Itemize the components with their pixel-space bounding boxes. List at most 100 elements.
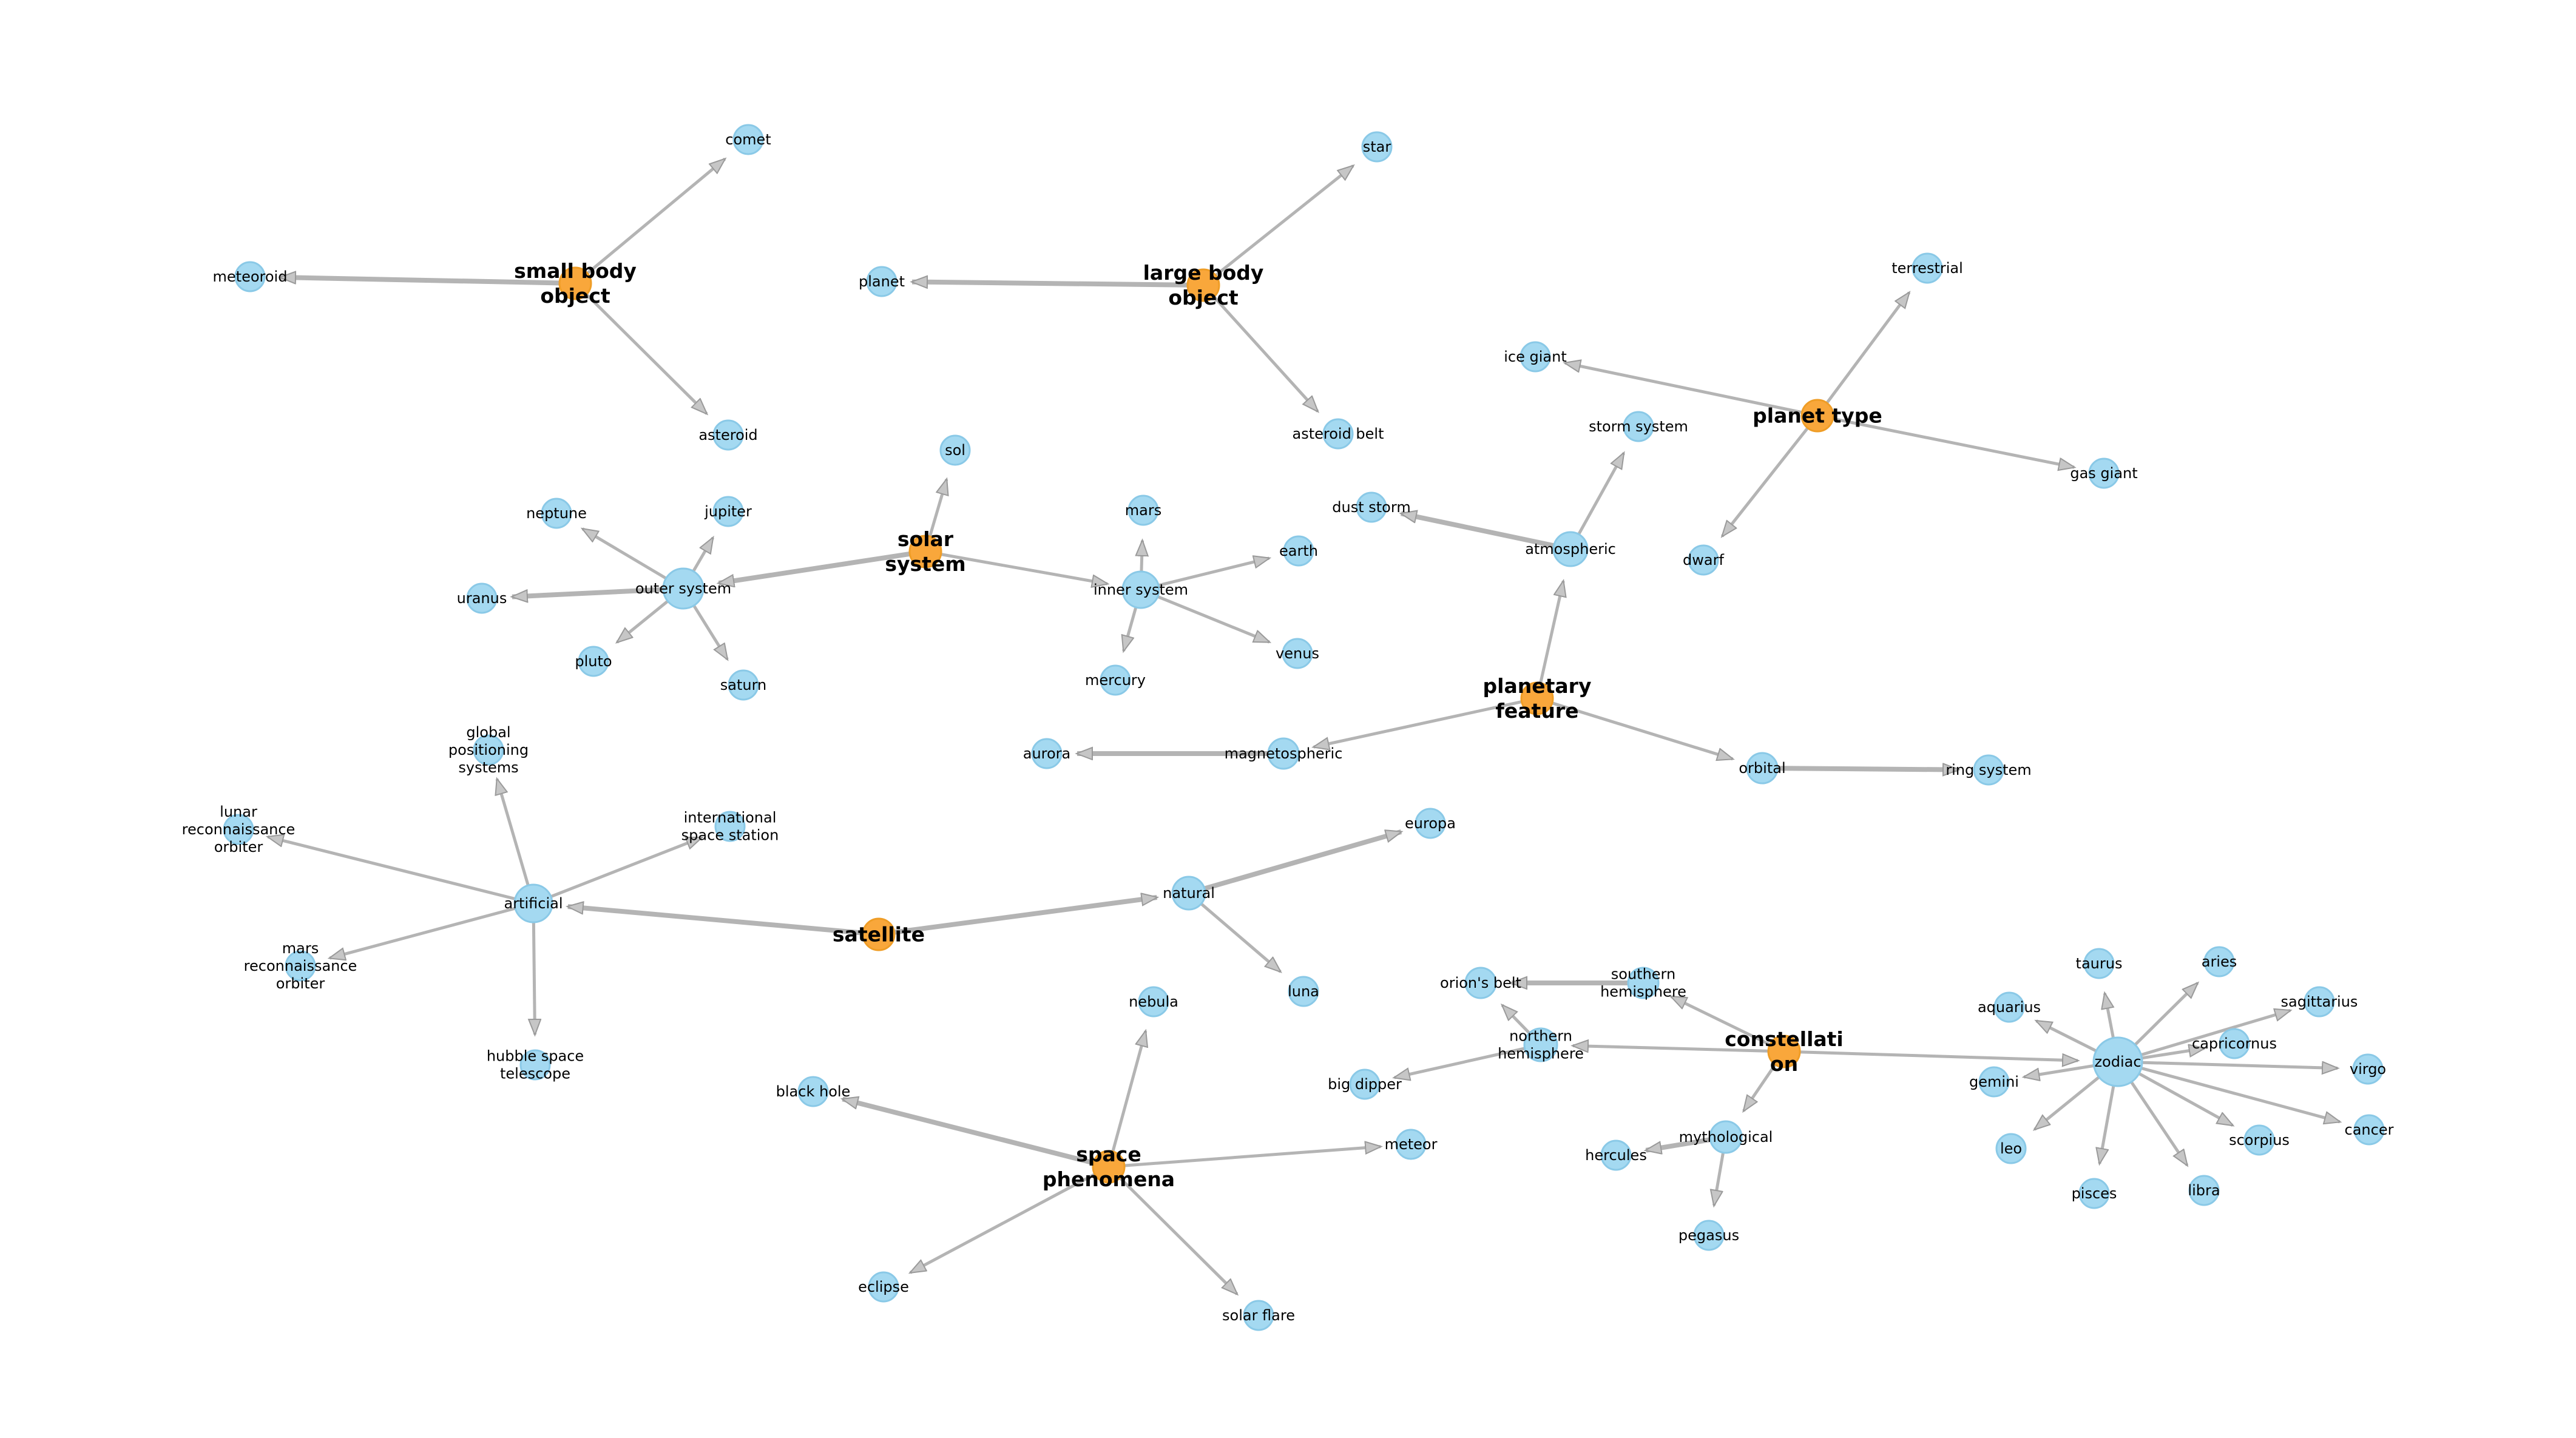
- node-big-dipper: [1349, 1068, 1381, 1100]
- node-natural: [1171, 876, 1206, 911]
- node-space-phenomena: [1092, 1150, 1126, 1184]
- edge-inner-system-to-venus: [1140, 588, 1269, 644]
- node-label-orions-belt: orion's belt: [1440, 974, 1521, 991]
- node-label-earth: earth: [1279, 542, 1318, 559]
- edge-zodiac-to-sagittarius: [2117, 1010, 2290, 1064]
- node-label-aquarius: aquarius: [1978, 999, 2041, 1016]
- node-label-hercules: hercules: [1585, 1147, 1647, 1164]
- edge-artificial-to-international-space-station: [533, 835, 701, 905]
- node-cancer: [2353, 1114, 2385, 1146]
- node-dwarf: [1688, 544, 1719, 576]
- node-planet: [866, 266, 898, 297]
- edge-large-body-object-to-asteroid-belt: [1202, 284, 1317, 411]
- edge-atmospheric-to-dust-storm: [1401, 513, 1571, 552]
- node-label-leo: leo: [2000, 1140, 2022, 1157]
- edge-satellite-to-natural: [878, 897, 1157, 937]
- node-mercury: [1100, 664, 1131, 696]
- node-saturn: [728, 669, 759, 701]
- node-pluto: [578, 646, 609, 677]
- node-label-virgo: virgo: [2350, 1061, 2386, 1078]
- edge-space-phenomena-to-nebula: [1107, 1031, 1146, 1167]
- edge-solar-system-to-inner-system: [925, 550, 1107, 584]
- node-label-orbital: orbital: [1739, 760, 1785, 777]
- node-label-satellite: satellite: [833, 923, 925, 947]
- node-orions-belt: [1464, 967, 1497, 999]
- node-aries: [2203, 946, 2235, 977]
- node-label-venus: venus: [1276, 645, 1319, 662]
- node-sagittarius: [2304, 986, 2335, 1018]
- node-label-mars: mars: [1125, 502, 1161, 519]
- node-label-mythological: mythological: [1679, 1129, 1773, 1146]
- edge-planet-type-to-ice-giant: [1565, 363, 1818, 417]
- edge-small-body-object-to-comet: [574, 159, 725, 285]
- node-solar-system: [908, 535, 942, 569]
- node-label-magnetospheric: magnetospheric: [1225, 745, 1343, 762]
- node-capricornus: [2219, 1028, 2250, 1059]
- node-magnetospheric: [1267, 737, 1300, 770]
- node-scorpius: [2243, 1124, 2275, 1156]
- node-nebula: [1138, 986, 1169, 1018]
- node-label-sagittarius: sagittarius: [2281, 993, 2358, 1010]
- node-label-aries: aries: [2202, 953, 2237, 970]
- node-label-jupiter: jupiter: [704, 503, 752, 520]
- node-venus: [1282, 638, 1313, 669]
- node-label-nebula: nebula: [1129, 993, 1178, 1010]
- node-label-saturn: saturn: [720, 677, 767, 694]
- node-label-artificial: artificial: [504, 895, 563, 912]
- node-label-uranus: uranus: [457, 590, 507, 607]
- node-label-gemini: gemini: [1969, 1073, 2019, 1090]
- edge-natural-to-luna: [1188, 892, 1280, 971]
- edge-space-phenomena-to-solar-flare: [1107, 1166, 1237, 1294]
- node-comet: [732, 124, 764, 155]
- node-label-pluto: pluto: [575, 653, 612, 670]
- node-label-zodiac: zodiac: [2094, 1053, 2141, 1070]
- edge-zodiac-to-virgo: [2117, 1060, 2338, 1068]
- node-constellation: [1767, 1035, 1801, 1068]
- node-label-luna: luna: [1288, 983, 1319, 1000]
- node-inner-system: [1121, 570, 1160, 609]
- node-mars-reconnaissance-orbiter: [285, 950, 316, 982]
- node-northern-hemisphere: [1523, 1027, 1558, 1062]
- edge-space-phenomena-to-black-hole: [842, 1099, 1109, 1169]
- edge-atmospheric-to-storm-system: [1569, 453, 1625, 550]
- node-sol: [939, 434, 971, 466]
- node-gas-giant: [2088, 457, 2120, 489]
- node-label-storm-system: storm system: [1589, 418, 1688, 435]
- node-virgo: [2352, 1053, 2384, 1085]
- node-dust-storm: [1356, 491, 1387, 523]
- node-label-planet: planet: [859, 273, 905, 290]
- node-southern-hemisphere: [1627, 967, 1660, 999]
- node-label-dwarf: dwarf: [1683, 552, 1724, 569]
- node-mythological: [1709, 1120, 1743, 1154]
- edge-space-phenomena-to-meteor: [1108, 1147, 1381, 1169]
- edge-outer-system-to-uranus: [512, 586, 684, 597]
- node-asteroid-belt: [1322, 418, 1354, 450]
- node-planetary-feature: [1520, 681, 1554, 715]
- edge-large-body-object-to-star: [1202, 166, 1353, 286]
- node-hercules: [1600, 1139, 1632, 1171]
- node-label-europa: europa: [1405, 815, 1456, 832]
- edge-satellite-to-artificial: [568, 906, 879, 937]
- node-gemini: [1978, 1066, 2010, 1098]
- edge-constellation-to-zodiac: [1783, 1050, 2078, 1061]
- node-label-scorpius: scorpius: [2229, 1132, 2290, 1149]
- node-asteroid: [712, 419, 744, 451]
- edge-planet-type-to-gas-giant: [1817, 414, 2074, 467]
- node-label-taurus: taurus: [2076, 955, 2123, 972]
- node-label-outer-system: outer system: [635, 580, 731, 597]
- node-label-sol: sol: [945, 442, 965, 459]
- node-terrestrial: [1912, 252, 1943, 284]
- node-zodiac: [2092, 1036, 2143, 1087]
